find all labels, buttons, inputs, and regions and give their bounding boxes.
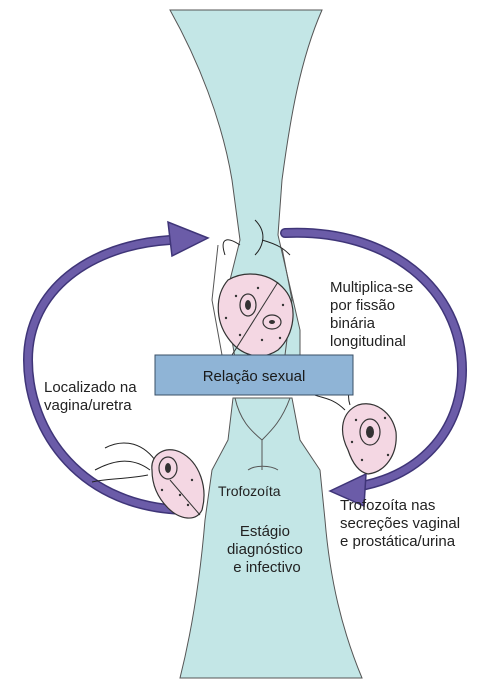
label-stage-line: e infectivo	[233, 559, 301, 576]
label-secretions: Trofozoíta nas secreções vaginal e prost…	[340, 497, 464, 550]
label-localized-line: vagina/uretra	[44, 397, 132, 414]
label-localized-line: Localizado na	[44, 379, 137, 396]
label-multiply: Multiplica-se por fissão binária longitu…	[330, 279, 418, 350]
label-trophozoite: Trofozoíta	[218, 483, 281, 499]
label-stage-line: diagnóstico	[227, 541, 303, 558]
label-secretions-line: e prostática/urina	[340, 533, 456, 550]
label-multiply-line: Multiplica-se	[330, 279, 413, 296]
left-arrow-head-icon	[168, 222, 208, 256]
label-stage-line: Estágio	[240, 523, 290, 540]
label-multiply-line: longitudinal	[330, 333, 406, 350]
label-localized: Localizado na vagina/uretra	[44, 379, 141, 414]
label-multiply-line: binária	[330, 315, 376, 332]
box-label: Relação sexual	[203, 368, 306, 385]
label-secretions-line: Trofozoíta nas	[340, 497, 435, 514]
label-multiply-line: por fissão	[330, 297, 395, 314]
label-secretions-line: secreções vaginal	[340, 515, 460, 532]
